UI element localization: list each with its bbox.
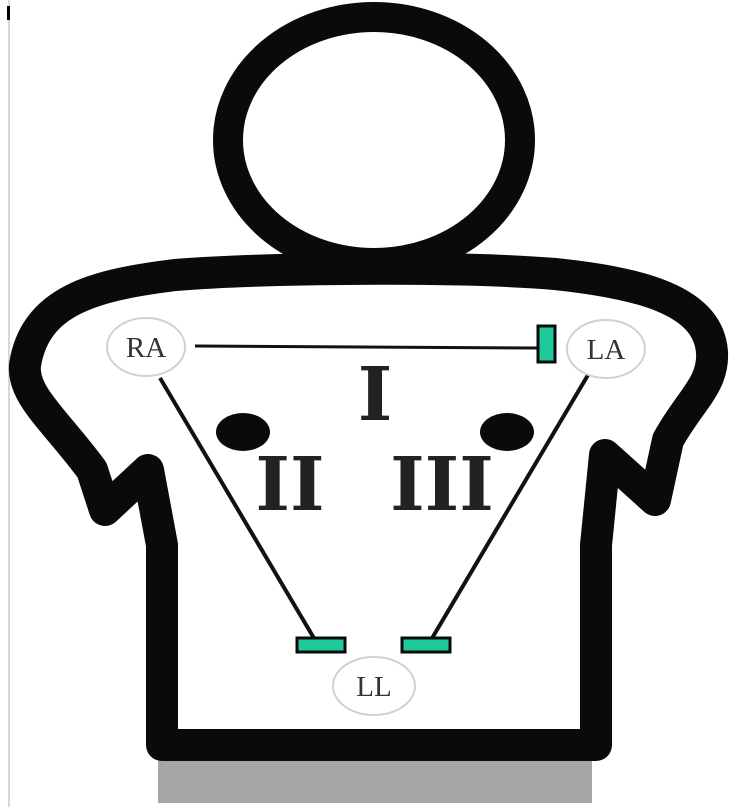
edge-tick-mark [7, 6, 10, 20]
lead-i-label: I [358, 352, 393, 438]
lead-iii-label: III [390, 442, 494, 528]
ra-label: RA [126, 332, 166, 364]
electrode-pad-ll-right [402, 638, 450, 652]
la-label: LA [587, 334, 626, 366]
lead-ii-label: II [255, 442, 324, 528]
lead-i-wire [195, 346, 537, 348]
ll-label: LL [356, 671, 391, 703]
electrode-pad-ll-left [297, 638, 345, 652]
electrode-pad-la [538, 326, 555, 362]
head-outline [228, 17, 520, 263]
